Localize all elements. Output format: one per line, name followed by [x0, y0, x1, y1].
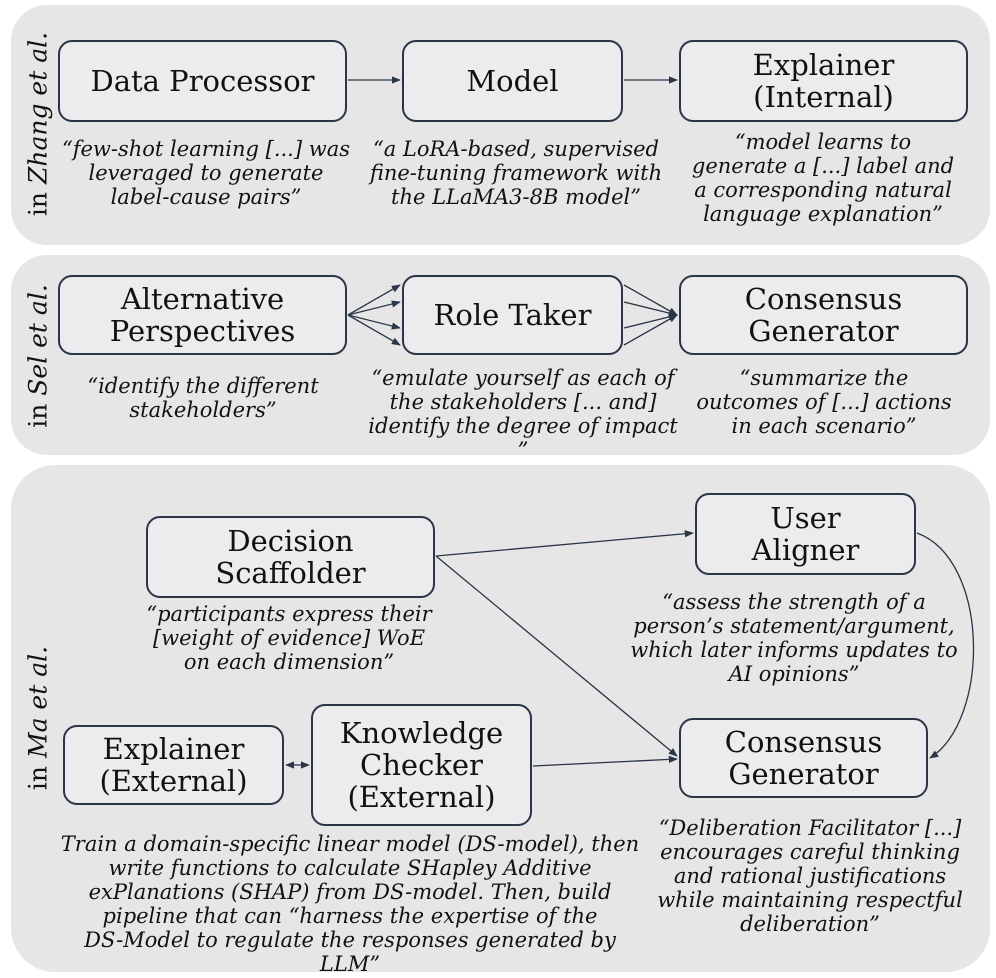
knowledge-checker-box: Knowledge Checker (External): [311, 704, 532, 826]
arrow-roletaker-to-consensus-4: [623, 314, 678, 346]
explainer-internal-quote: “model learns to generate a [...] label …: [691, 130, 955, 226]
knowledge-checker-quote: Train a domain-specific linear model (DS…: [60, 832, 640, 976]
arrow-perspectives-to-roletaker-4: [347, 314, 401, 346]
user-aligner-quote: “assess the strength of a person’s state…: [630, 590, 958, 686]
decision-scaffolder-box: Decision Scaffolder: [146, 516, 435, 598]
data-processor-box: Data Processor: [58, 40, 347, 122]
alternative-perspectives-quote: “identify the different stakeholders”: [87, 374, 319, 422]
model-quote: “a LoRA-based, supervised fine-tuning fr…: [369, 137, 663, 209]
arrow-perspectives-to-roletaker-3: [347, 314, 401, 330]
arrow-roletaker-to-consensus-2: [623, 301, 678, 317]
arrow-aligner-to-consensus: [916, 532, 975, 759]
user-aligner-box: User Aligner: [695, 493, 916, 575]
role-taker-box: Role Taker: [402, 275, 623, 355]
explainer-internal-box: Explainer (Internal): [679, 40, 968, 122]
consensus-generator-box-ma: Consensus Generator: [679, 718, 928, 798]
role-taker-quote: “emulate yourself as each of the stakeho…: [368, 366, 678, 462]
arrow-perspectives-to-roletaker-1: [347, 284, 401, 316]
arrow-checker-to-consensus: [532, 755, 678, 767]
explainer-external-box: Explainer (External): [63, 725, 284, 805]
arrow-scaffolder-to-aligner: [435, 530, 694, 557]
arrow-perspectives-to-roletaker-2: [347, 300, 401, 316]
consensus-generator-box-sel: Consensus Generator: [679, 275, 968, 355]
arrow-roletaker-to-consensus-1: [623, 284, 678, 316]
arrow-scaffolder-to-consensus: [435, 555, 678, 757]
data-processor-quote: “few-shot learning [...] was leveraged t…: [61, 137, 350, 209]
consensus-generator-quote-ma: “Deliberation Facilitator [...] encourag…: [657, 816, 963, 936]
model-box: Model: [402, 40, 623, 122]
alternative-perspectives-box: Alternative Perspectives: [58, 275, 347, 355]
consensus-generator-quote-sel: “summarize the outcomes of [...] actions…: [696, 366, 952, 438]
arrow-roletaker-to-consensus-3: [623, 313, 678, 329]
decision-scaffolder-quote: “participants express their [weight of e…: [146, 602, 432, 674]
